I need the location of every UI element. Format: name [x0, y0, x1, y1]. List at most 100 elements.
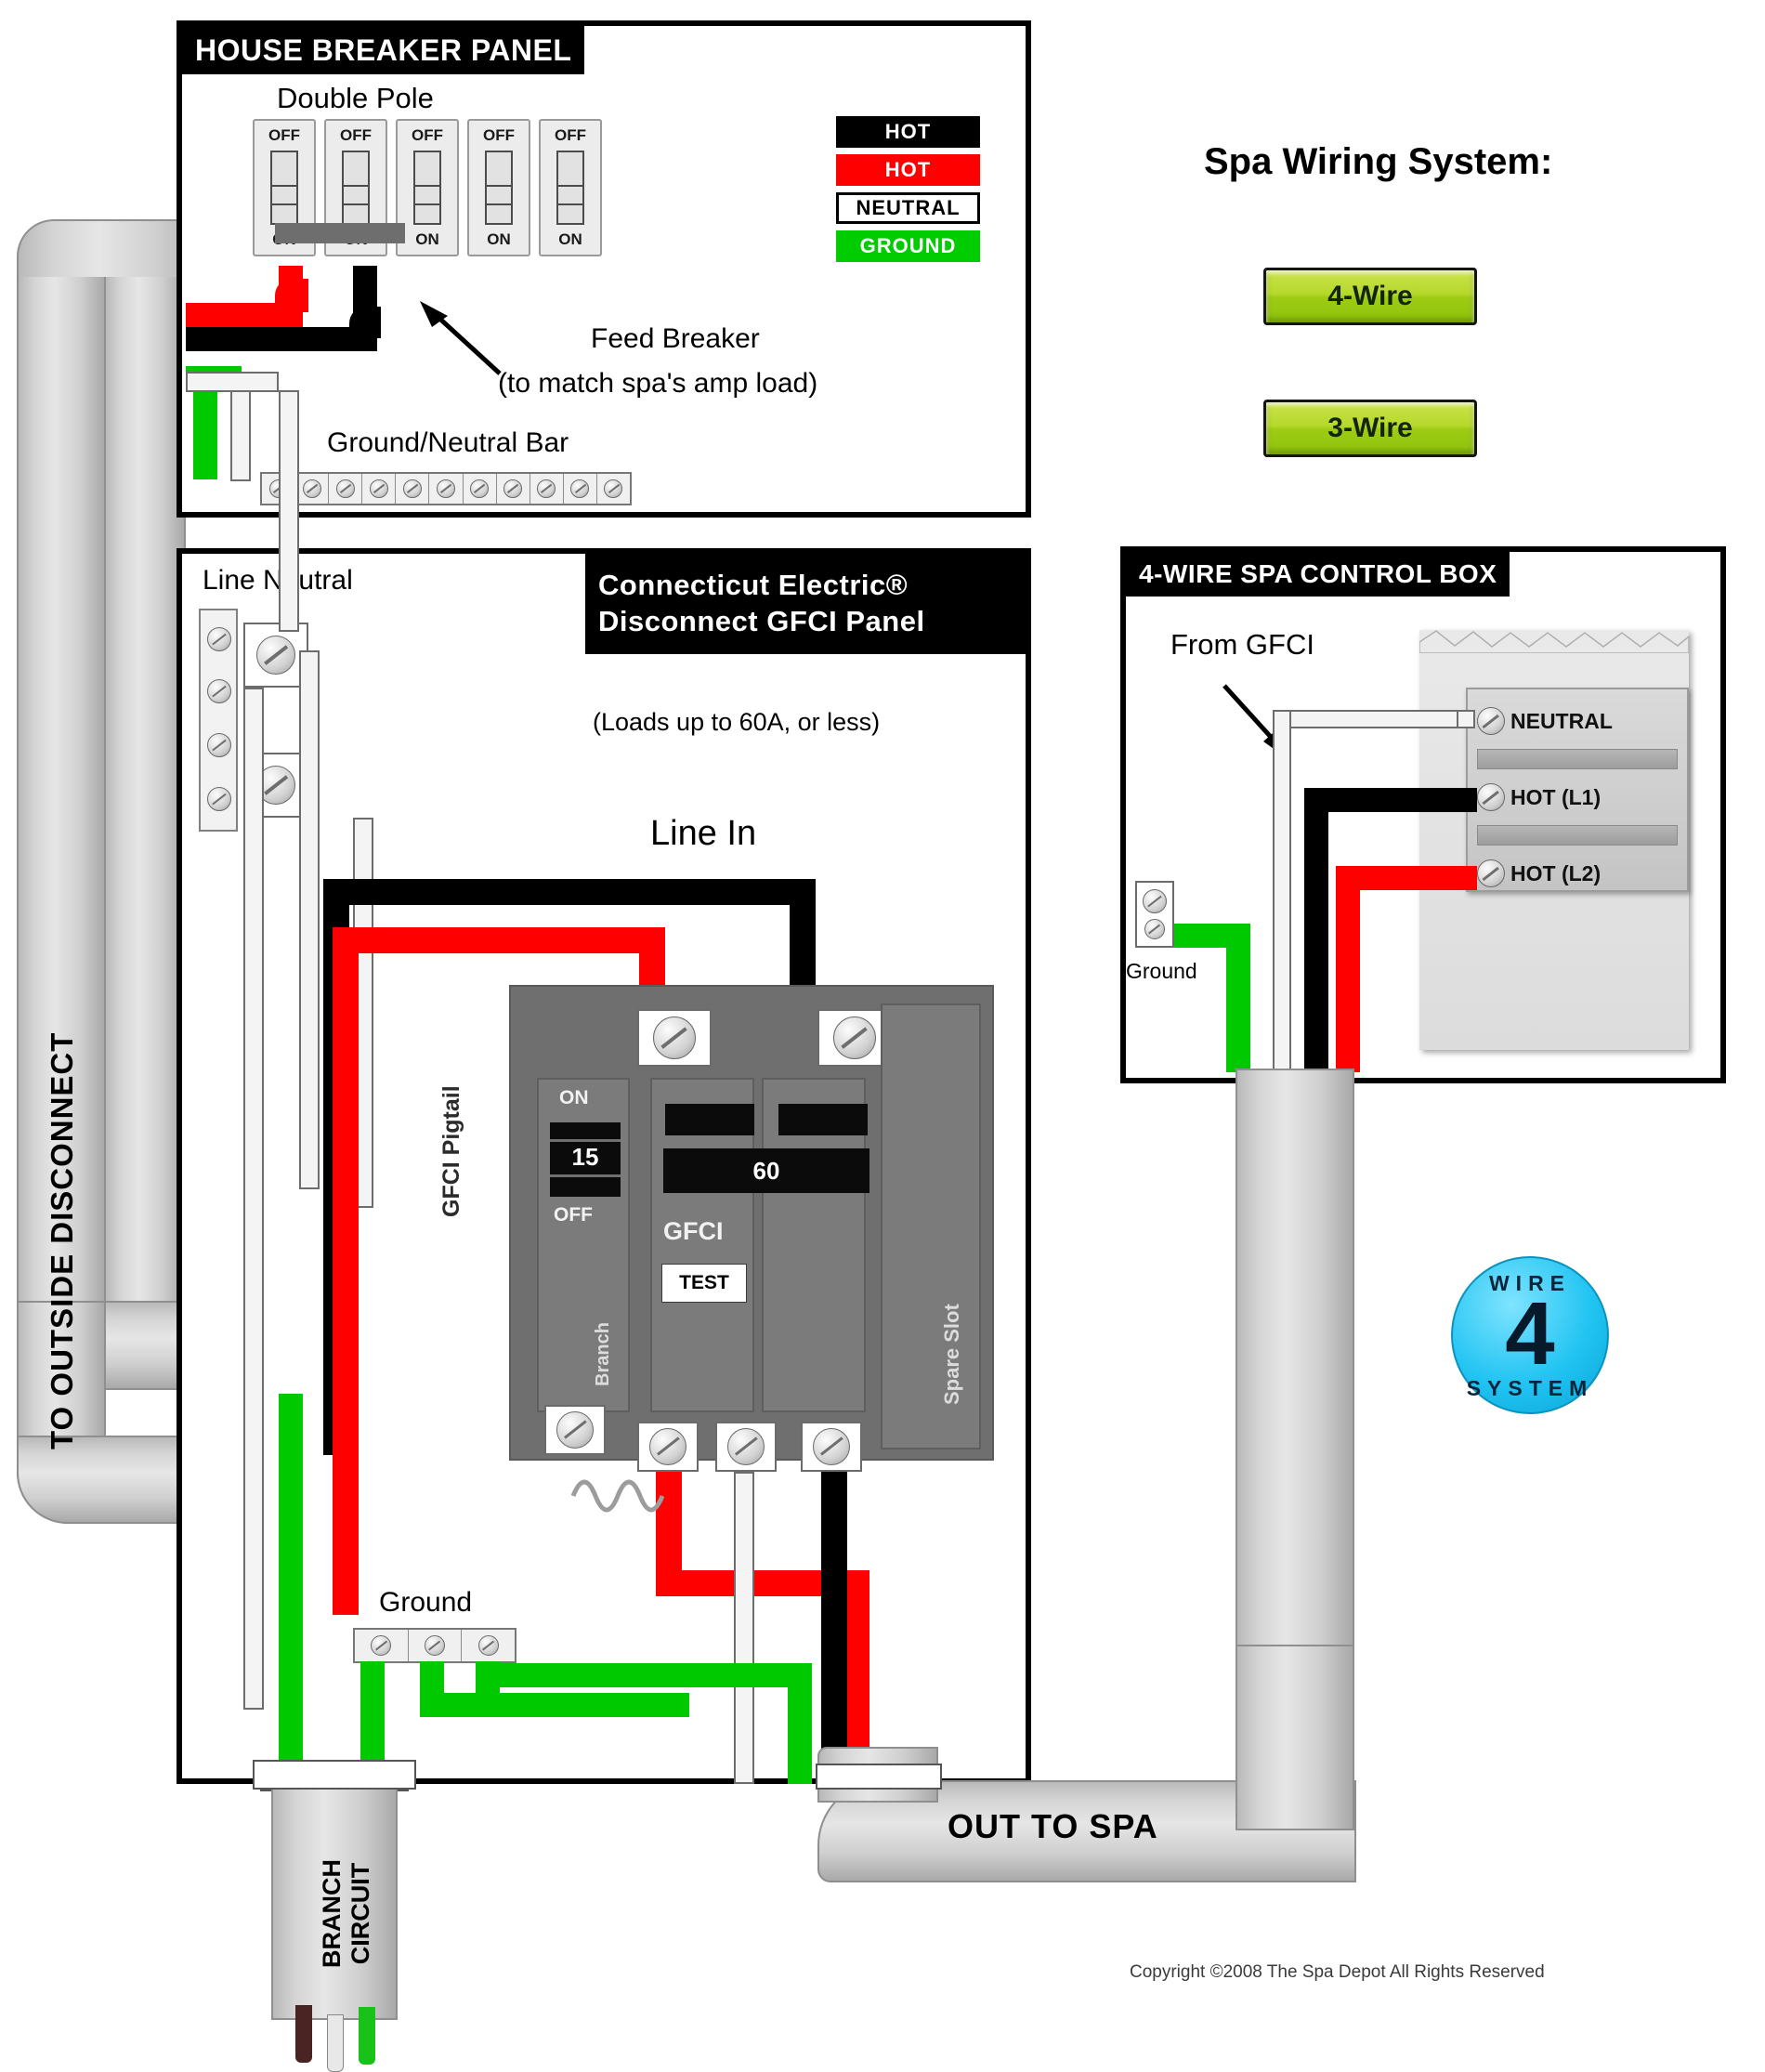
branch-toggle-slot[interactable]: 15 [550, 1122, 621, 1197]
gfci-load-lug-2[interactable] [715, 1422, 777, 1472]
breaker-toggle[interactable] [270, 151, 298, 225]
gfci-toggle-right[interactable] [778, 1104, 868, 1135]
gfci-load-lug-1[interactable] [637, 1422, 699, 1472]
breaker-switch-3[interactable]: OFF ON [396, 119, 459, 256]
wire-green-control-drop [1226, 924, 1250, 1072]
line-neutral-screw[interactable] [207, 627, 231, 651]
bar-screw-cell[interactable] [564, 474, 597, 504]
gfci-line-lug-right[interactable] [817, 1009, 892, 1067]
breaker-off-label: OFF [340, 126, 372, 144]
branch-circuit-label: BRANCH CIRCUIT [318, 1859, 375, 1968]
gfci-load-lug-3[interactable] [801, 1422, 862, 1472]
branch-on-label: ON [559, 1087, 589, 1108]
ground-bar-screw-cell[interactable] [462, 1630, 515, 1661]
spare-slot-label: Spare Slot [940, 1304, 963, 1405]
wire-red-house-elbow [275, 279, 308, 312]
gfci-toggle-left[interactable] [665, 1104, 754, 1135]
terminal-screw-hot-l2[interactable] [1477, 859, 1505, 887]
wire-green-ground-c-h [476, 1663, 801, 1687]
line-neutral-screw[interactable] [207, 733, 231, 757]
bar-screw-cell[interactable] [464, 474, 497, 504]
out-to-spa-label: OUT TO SPA [948, 1807, 1158, 1845]
line-neutral-label: Line Neutral [203, 565, 353, 596]
spa-wiring-system-heading: Spa Wiring System: [1204, 141, 1553, 182]
control-box-ground-lug[interactable] [1135, 881, 1174, 948]
wire-white-house-neutral-h [186, 372, 279, 392]
bar-screw-cell[interactable] [295, 474, 330, 504]
wire-white-gfci-down-b [299, 650, 320, 1189]
breaker-switch-5[interactable]: OFF ON [539, 119, 602, 256]
line-neutral-screw[interactable] [207, 679, 231, 703]
bar-screw-cell[interactable] [362, 474, 397, 504]
breaker-on-label: ON [487, 230, 511, 248]
gfci-60a-tie-bar[interactable]: 60 [663, 1148, 869, 1193]
legend-label: HOT [884, 158, 932, 181]
button-4-wire[interactable]: 4-Wire [1263, 268, 1477, 325]
gfci-line-lug-left[interactable] [637, 1009, 712, 1067]
feed-breaker-arrow-icon [420, 301, 502, 375]
bar-screw-cell[interactable] [429, 474, 464, 504]
legend-label: GROUND [859, 234, 957, 257]
legend-item-ground: GROUND [836, 230, 980, 262]
wire-white-control-drop [1273, 710, 1291, 1072]
gfci-test-button[interactable]: TEST [661, 1264, 747, 1303]
loads-note: (Loads up to 60A, or less) [593, 708, 881, 736]
control-box-ground-label: Ground [1126, 959, 1197, 983]
terminal-screw-hot-l1[interactable] [1477, 783, 1505, 811]
line-neutral-lug-upper[interactable] [243, 623, 308, 688]
wire-green-ground-b-h [420, 1693, 689, 1717]
wire-red-left-drop [333, 927, 359, 1615]
gfci-branch-pole[interactable]: ON 15 OFF Branch [537, 1078, 630, 1412]
branch-amp-rating: 15 [571, 1142, 599, 1171]
gfci-branch-load-lug[interactable] [544, 1405, 606, 1455]
gfci-test-label: TEST [679, 1272, 729, 1293]
ground-bar-screw-cell[interactable] [409, 1630, 463, 1661]
wire-white-gfci-down-a [243, 688, 264, 1710]
branch-circuit-label-line2: CIRCUIT [346, 1862, 375, 1965]
legend-item-neutral: NEUTRAL [836, 192, 980, 224]
double-pole-label: Double Pole [277, 82, 434, 114]
bar-screw-cell[interactable] [597, 474, 630, 504]
gfci-ground-label: Ground [379, 1587, 473, 1618]
badge-top-arc: WIRE [1488, 1271, 1572, 1295]
wire-black-load-out [821, 1472, 847, 1784]
terminal-slot-1 [1477, 749, 1678, 769]
label-to-outside-disconnect: TO OUTSIDE DISCONNECT [45, 1031, 79, 1449]
bar-screw-cell[interactable] [396, 474, 430, 504]
conduit-left-white-connector [253, 1760, 416, 1790]
terminal-row-hot-l2[interactable]: HOT (L2) [1477, 849, 1678, 898]
badge-bottom-arc: SYSTEM [1466, 1376, 1594, 1400]
house-breaker-row: OFF ON OFF ON OFF ON OFF ON [253, 119, 736, 266]
button-3-wire[interactable]: 3-Wire [1263, 400, 1477, 457]
legend-item-hot-red: HOT [836, 154, 980, 186]
terminal-screw-neutral[interactable] [1477, 707, 1505, 735]
terminal-row-neutral[interactable]: NEUTRAL [1477, 697, 1678, 745]
breaker-toggle[interactable] [556, 151, 584, 225]
breaker-toggle[interactable] [342, 151, 370, 225]
breaker-toggle[interactable] [413, 151, 441, 225]
gfci-pigtail-coil-icon [570, 1479, 665, 1513]
branch-vertical-label: Branch [593, 1322, 613, 1386]
branch-stub-green [359, 2007, 375, 2065]
wire-black-control-drop [1304, 788, 1328, 1072]
bar-screw-cell[interactable] [530, 474, 564, 504]
terminal-label-neutral: NEUTRAL [1510, 708, 1613, 733]
ground-neutral-bar [260, 472, 632, 505]
line-neutral-screw[interactable] [207, 787, 231, 811]
bar-screw-cell[interactable] [329, 474, 363, 504]
wire-black-house-elbow [349, 307, 381, 338]
breaker-switch-4[interactable]: OFF ON [467, 119, 530, 256]
branch-stub-black [295, 2005, 312, 2063]
spa-control-box-title: 4-WIRE SPA CONTROL BOX [1126, 552, 1510, 597]
gfci-panel-title: Connecticut Electric® Disconnect GFCI Pa… [585, 554, 1026, 654]
bar-screw-cell[interactable] [497, 474, 530, 504]
gfci-spare-slot[interactable]: Spare Slot [881, 1003, 981, 1449]
conduit-to-outside-disconnect [17, 269, 106, 1319]
conduit-out-to-spa-elbow [1236, 1645, 1354, 1830]
terminal-label-hot-l1: HOT (L1) [1510, 784, 1602, 809]
control-box-terminal-block: NEUTRAL HOT (L1) HOT (L2) [1466, 688, 1689, 892]
wire-green-ground-riser [788, 1663, 812, 1784]
terminal-row-hot-l1[interactable]: HOT (L1) [1477, 773, 1678, 821]
ground-bar-screw-cell[interactable] [355, 1630, 409, 1661]
breaker-toggle[interactable] [485, 151, 513, 225]
